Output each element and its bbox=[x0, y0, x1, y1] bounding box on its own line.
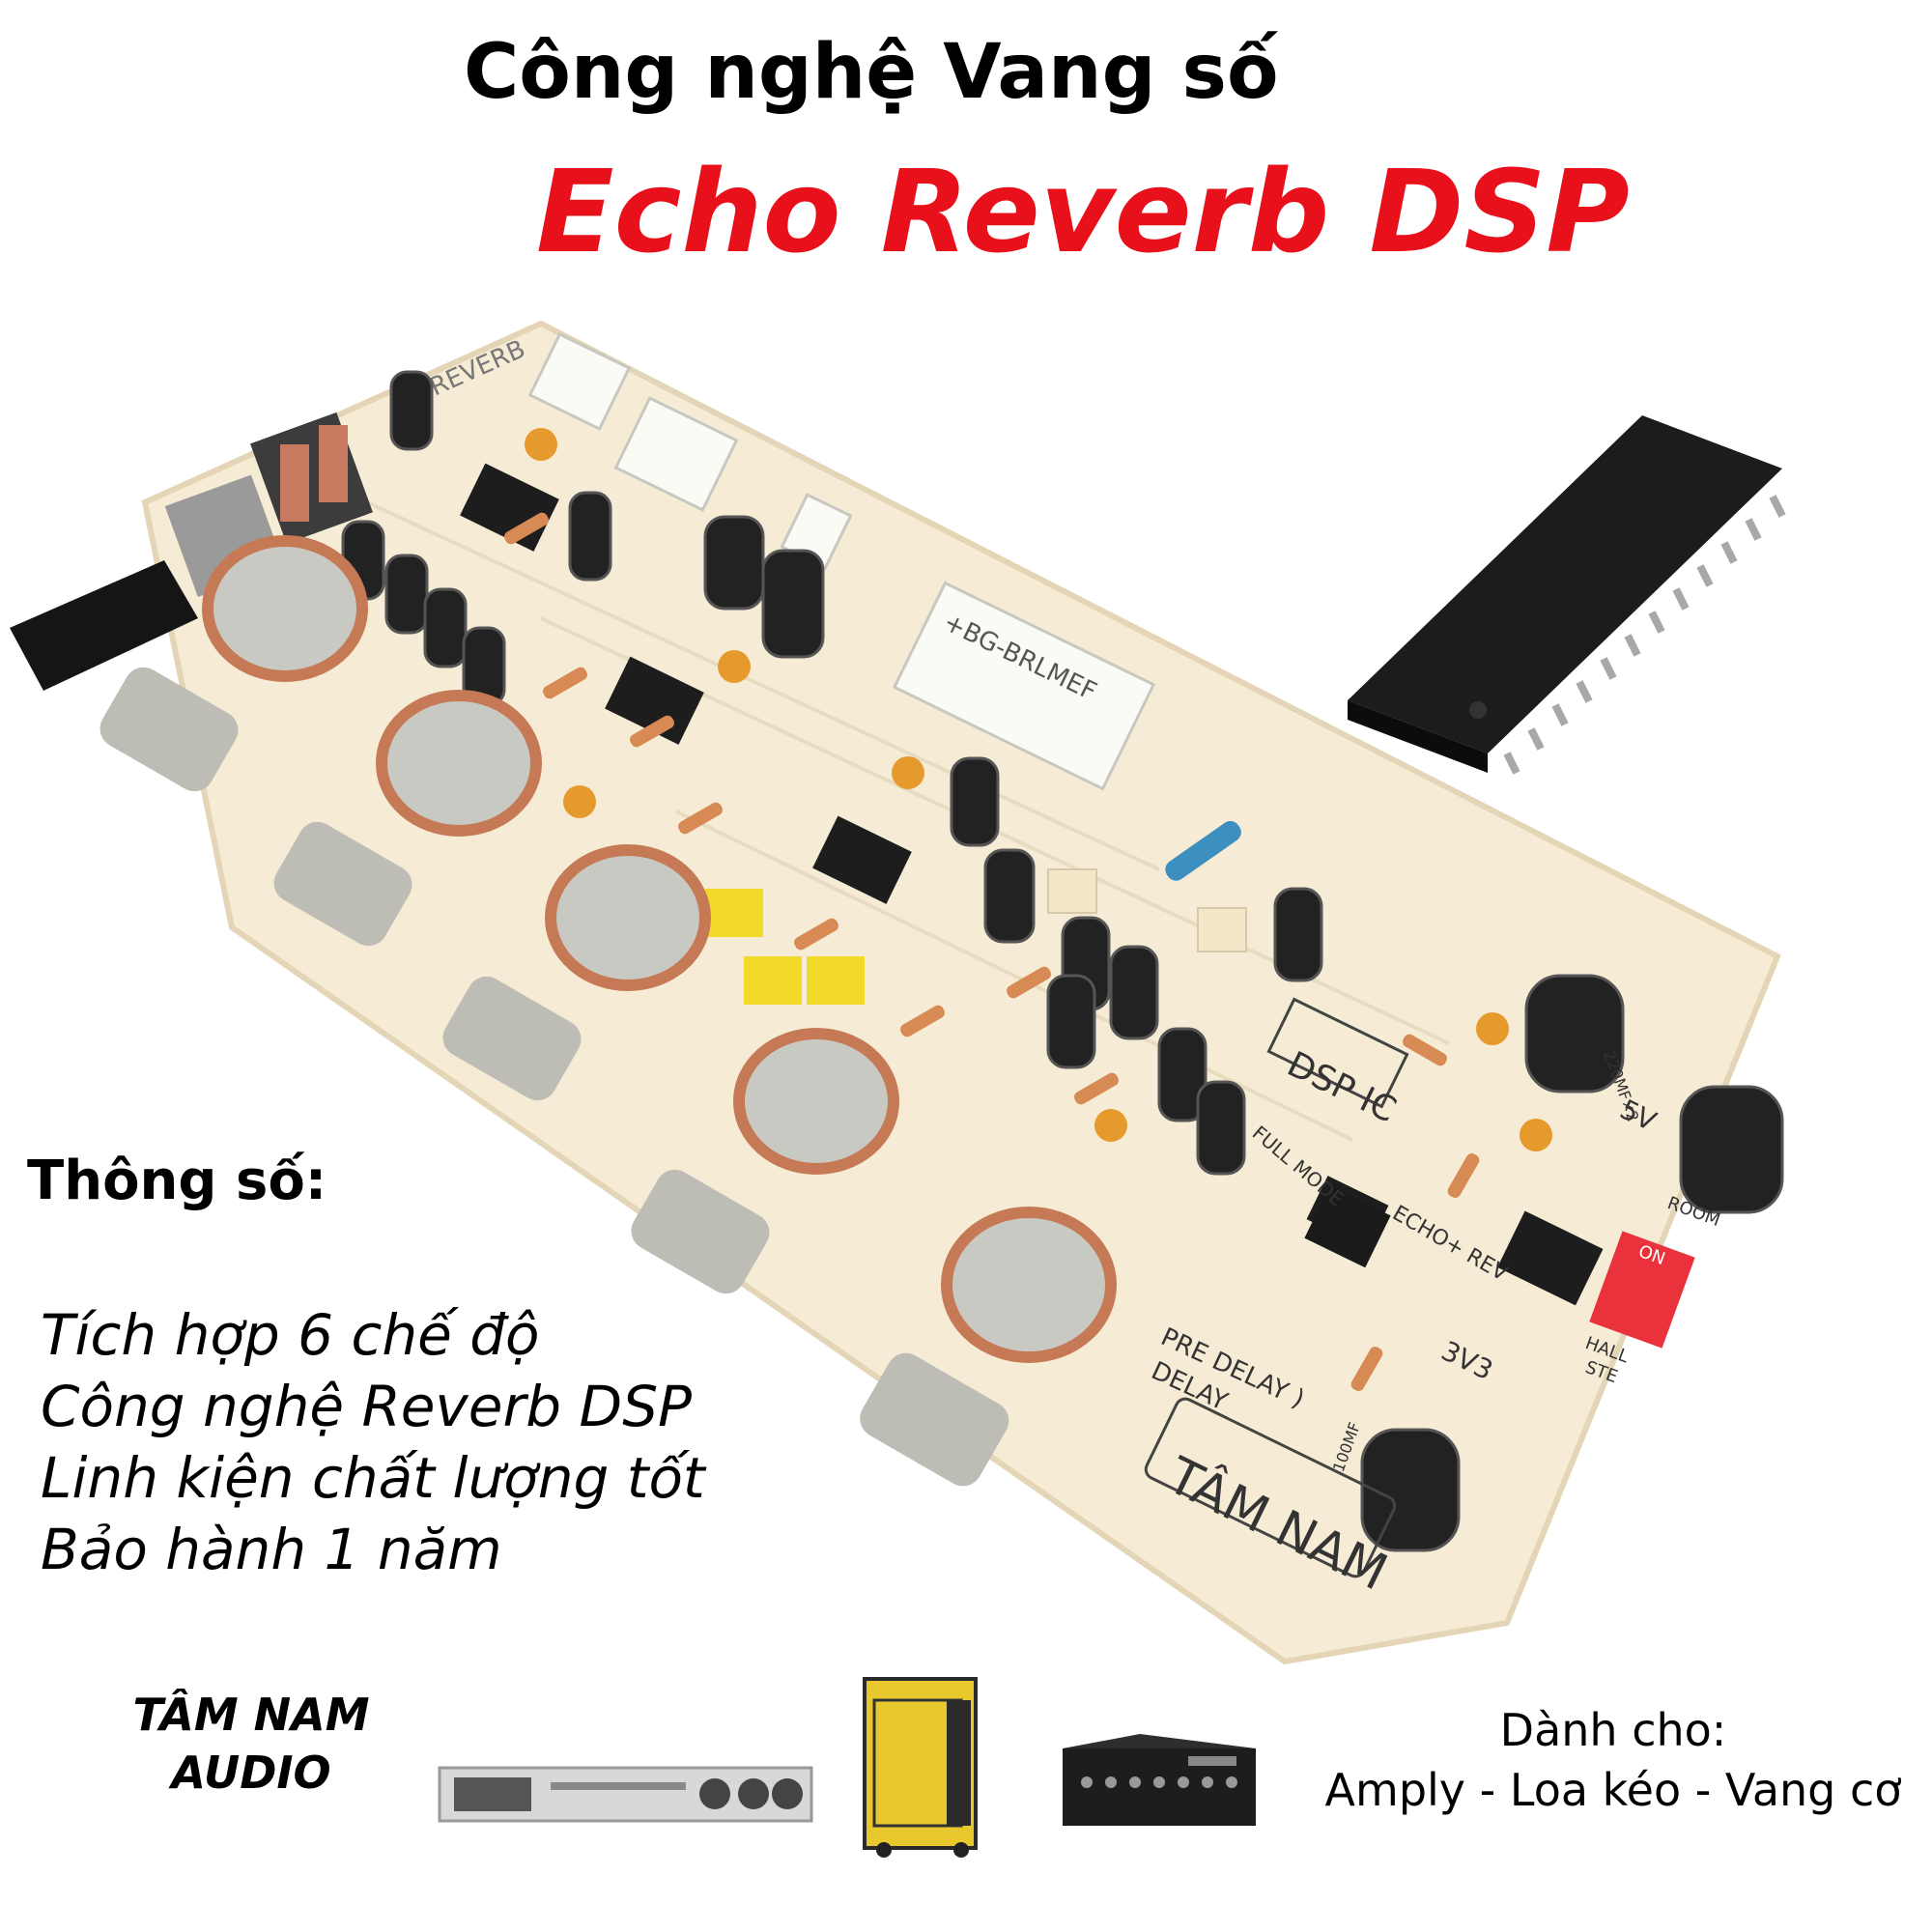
trolley-speaker-icon bbox=[863, 1677, 978, 1858]
spec-item: Công nghệ Reverb DSP bbox=[41, 1374, 692, 1439]
mode-jumper bbox=[1304, 1185, 1391, 1268]
usage-label: Dành cho: bbox=[1499, 1704, 1727, 1756]
pot-knob-2 bbox=[273, 690, 542, 947]
spec-item: Bảo hành 1 năm bbox=[41, 1517, 502, 1582]
brand-name: TÂM NAM AUDIO bbox=[106, 1686, 396, 1802]
dip-switch bbox=[1589, 1231, 1695, 1349]
pot-knob-1 bbox=[99, 535, 368, 792]
usage-block: Dành cho: Amply - Loa kéo - Vang cơ bbox=[1314, 1700, 1913, 1820]
potentiometer-knobs bbox=[99, 535, 1117, 1487]
product-subtitle: Echo Reverb DSP bbox=[536, 145, 1630, 278]
spec-item: Tích hợp 6 chế độ bbox=[41, 1302, 540, 1368]
pot-knob-3 bbox=[442, 844, 711, 1101]
brand-line-2: AUDIO bbox=[171, 1747, 331, 1799]
page-title: Công nghệ Vang số bbox=[464, 29, 1279, 116]
pot-knob-4 bbox=[631, 1028, 899, 1294]
spec-item: Linh kiện chất lượng tốt bbox=[41, 1445, 705, 1511]
specs-heading: Thông số: bbox=[27, 1150, 327, 1212]
brand-line-1: TÂM NAM bbox=[132, 1689, 370, 1741]
pcb-board bbox=[141, 320, 1781, 1665]
amplifier-icon bbox=[1063, 1734, 1256, 1826]
electrolytic-capacitors bbox=[341, 370, 1784, 1552]
small-components bbox=[504, 428, 1552, 1391]
usage-targets: Amply - Loa kéo - Vang cơ bbox=[1324, 1764, 1902, 1816]
dsp-chip-icon bbox=[1348, 415, 1786, 775]
effect-processor-icon bbox=[438, 1766, 813, 1823]
connector-headers bbox=[527, 332, 1156, 791]
pot-knob-5 bbox=[860, 1207, 1117, 1487]
specs-list: Tích hợp 6 chế độ Công nghệ Reverb DSP L… bbox=[41, 1299, 705, 1585]
